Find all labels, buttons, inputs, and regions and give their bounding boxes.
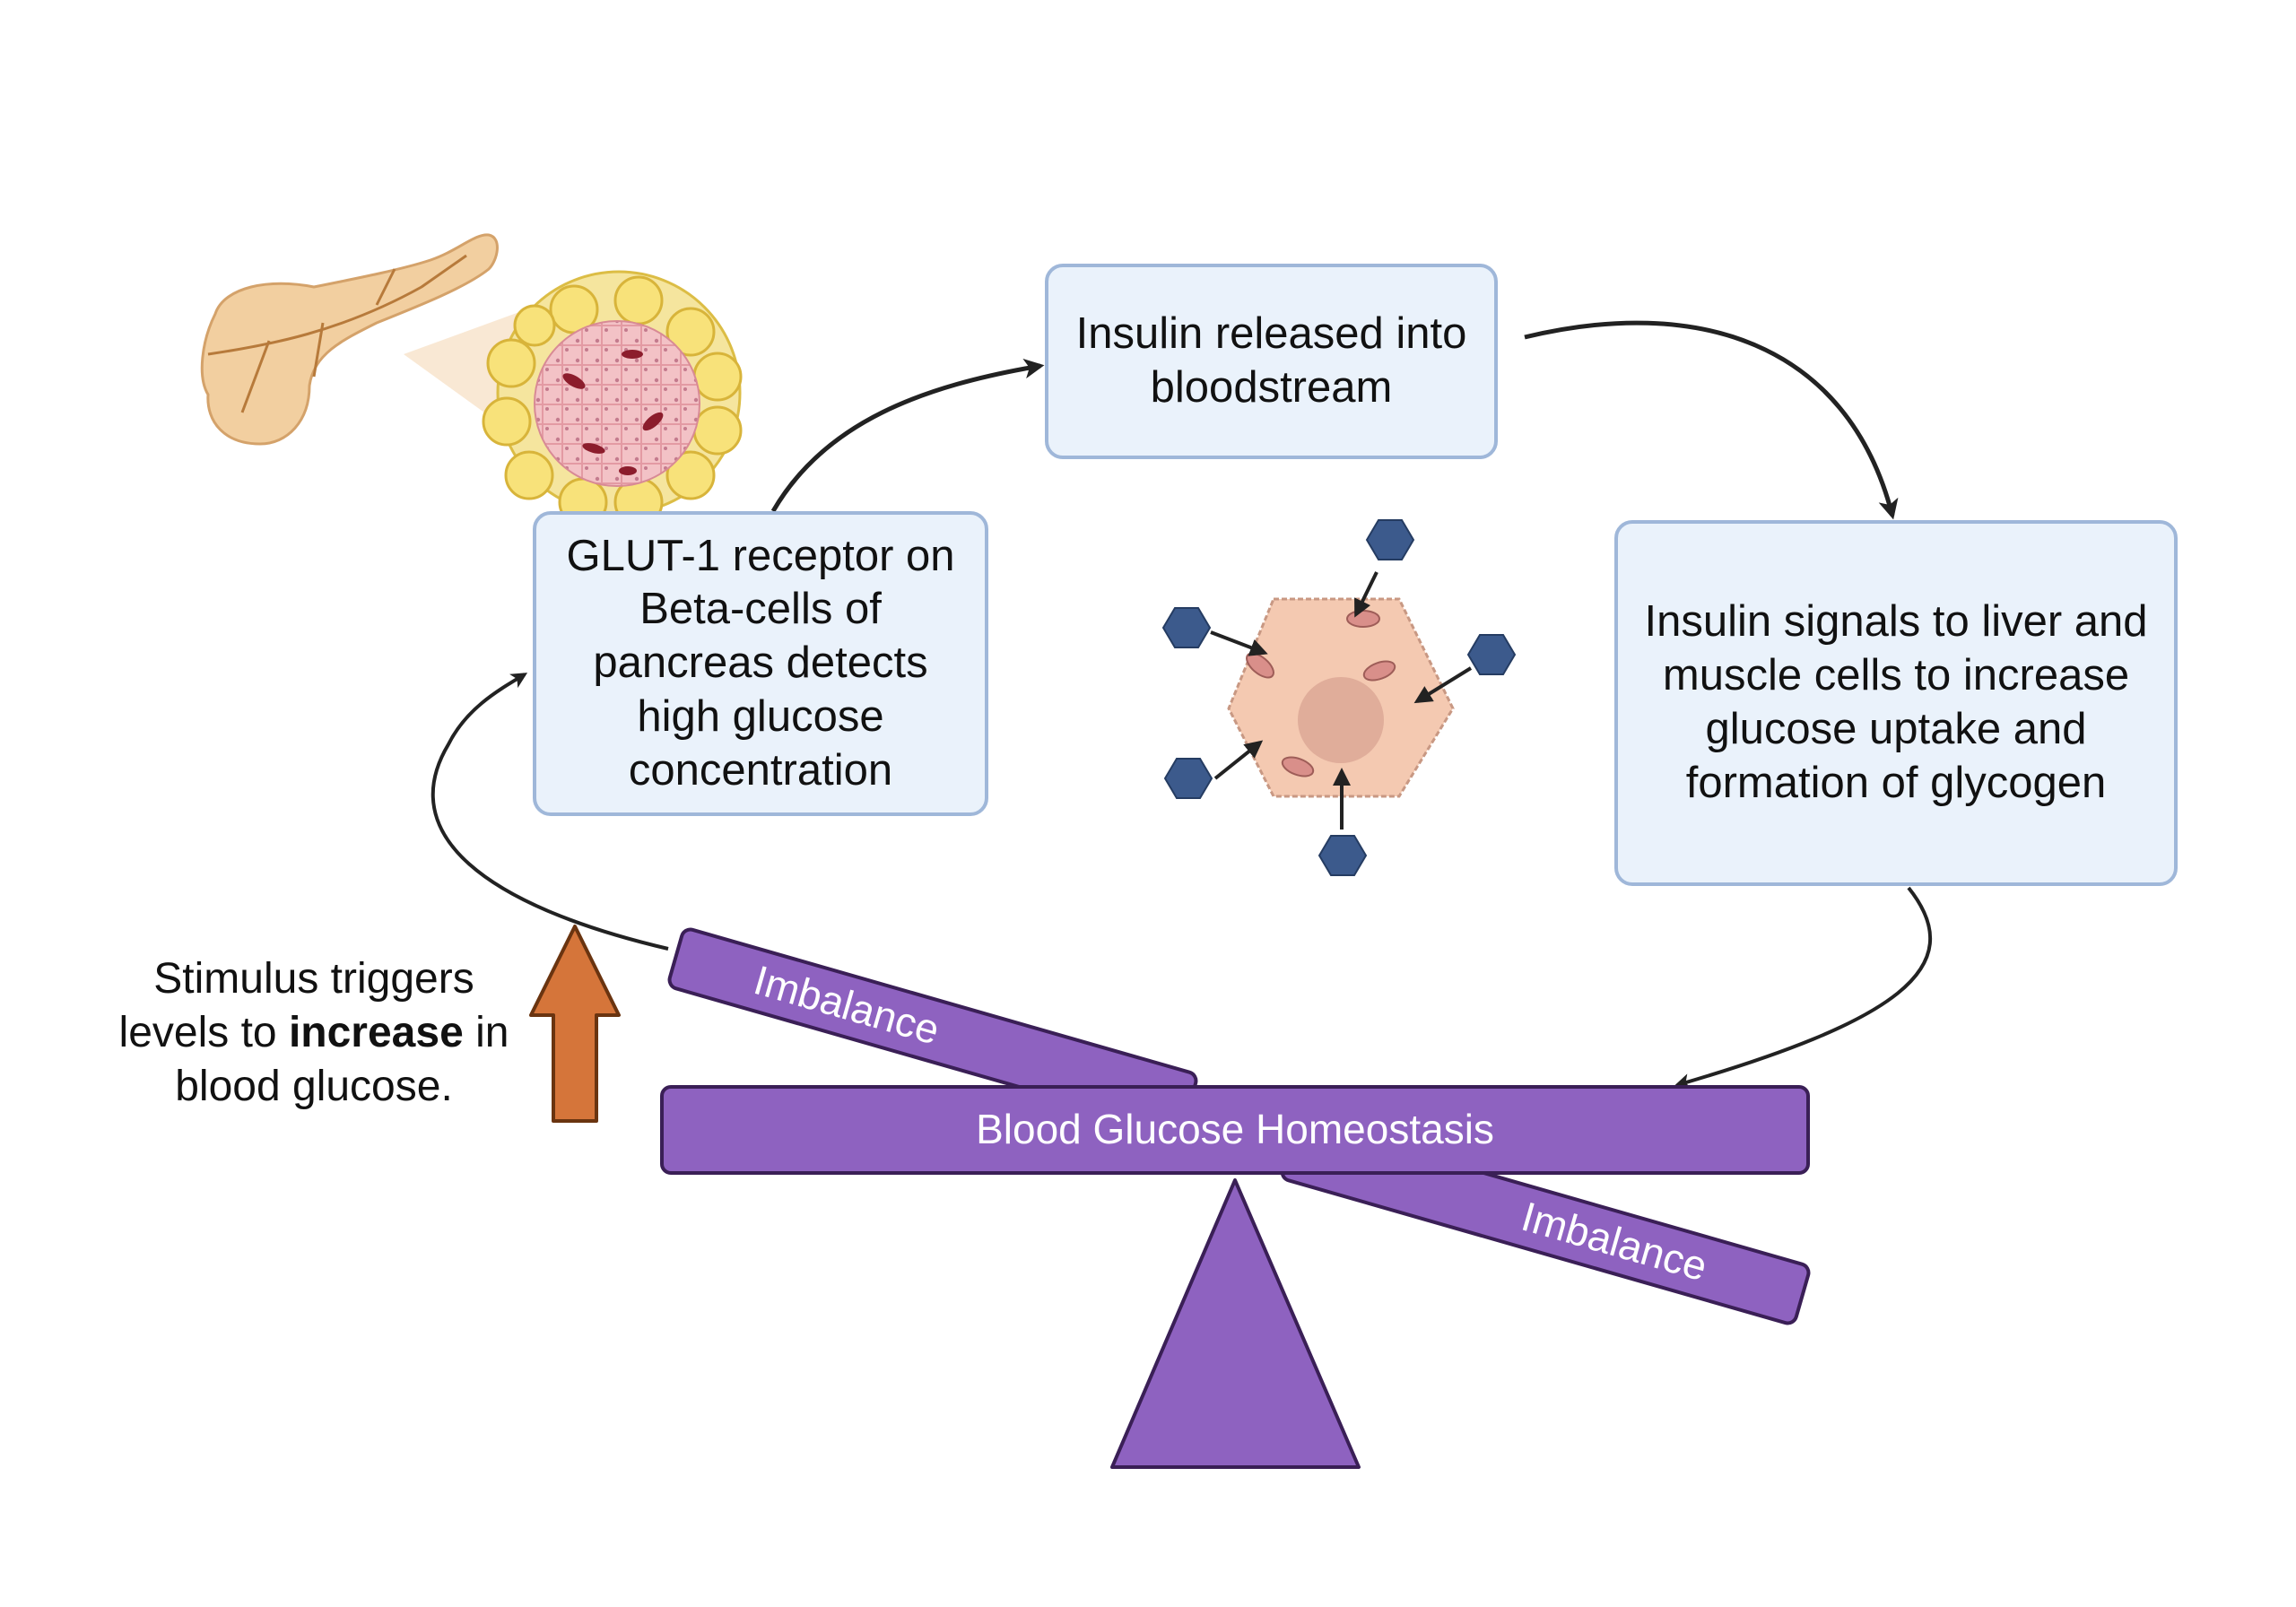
cycle-arrow-stimulus-to-glut1 (430, 673, 669, 951)
homeostasis-beam (660, 1085, 1810, 1175)
glucose-arrows (1210, 571, 1473, 830)
insulin-signals-text: Insulin signals to liver and muscle cell… (1644, 597, 2148, 807)
stimulus-text-end: in blood glucose. (175, 1009, 509, 1110)
glut1-text: GLUT-1 receptor on Beta-cells of pancrea… (566, 531, 955, 795)
glut1-box: GLUT-1 receptor on Beta-cells of pancrea… (533, 511, 988, 816)
insulin-signals-box: Insulin signals to liver and muscle cell… (1614, 520, 2178, 886)
stimulus-text: Stimulus triggers levels to increase in … (99, 952, 529, 1114)
cycle-arrow-glut1-to-insulin (770, 358, 1045, 513)
cycle-arrow-signals-to-homeostasis (1674, 886, 1933, 1090)
stimulus-text-emphasis: increase (288, 1009, 464, 1056)
seesaw: Imbalance Imbalance Blood Glucose Homeos… (660, 927, 1811, 1469)
pancreas-icon (200, 233, 499, 446)
up-arrow-icon (529, 925, 621, 1123)
insulin-released-box: Insulin released into bloodstream (1045, 264, 1498, 459)
insulin-released-text: Insulin released into bloodstream (1075, 309, 1467, 412)
stimulus-text-start: Stimulus triggers levels to (118, 955, 474, 1056)
glucose-icon (1161, 519, 1517, 876)
homeostasis-label: Blood Glucose Homeostasis (976, 1106, 1494, 1152)
islet-icon (482, 270, 743, 527)
seesaw-fulcrum (1110, 1178, 1361, 1469)
cell-icon (1227, 597, 1455, 798)
cycle-arrow-insulin-to-signals (1524, 320, 1899, 520)
